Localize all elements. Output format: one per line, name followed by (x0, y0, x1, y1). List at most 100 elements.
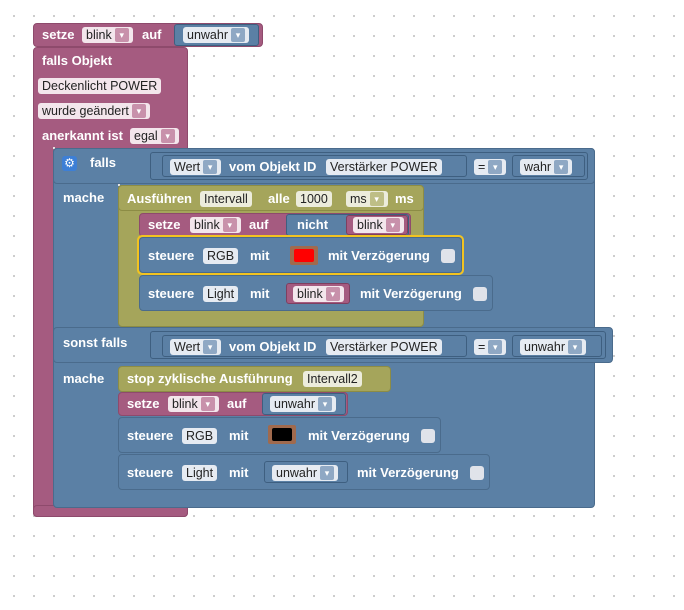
bool-value: unwahr (274, 397, 315, 411)
mit-label: mit (229, 465, 249, 480)
wert-dropdown-2[interactable]: Wert▾ (170, 339, 222, 355)
target-field[interactable]: Light (203, 286, 239, 302)
unit-value: ms (350, 192, 367, 206)
dropdown-arrow-icon: ▾ (131, 104, 146, 118)
mit-label: mit (229, 428, 249, 443)
target-field[interactable]: Light (182, 465, 218, 481)
dropdown-arrow-icon: ▾ (488, 340, 503, 354)
condition-value: wurde geändert (42, 104, 129, 118)
dropdown-arrow-icon: ▾ (203, 160, 218, 174)
steuere-label: steuere (127, 428, 174, 443)
bool-value: unwahr (524, 340, 565, 354)
setze-label: setze (42, 27, 75, 42)
target-field[interactable]: RGB (203, 248, 239, 264)
stop-name-field[interactable]: Intervall2 (303, 371, 362, 387)
dropdown-arrow-icon: ▾ (160, 129, 175, 143)
control-light-block[interactable] (139, 275, 493, 311)
dropdown-arrow-icon: ▾ (203, 340, 218, 354)
dropdown-arrow-icon: ▾ (385, 218, 400, 232)
steuere-label: steuere (148, 286, 195, 301)
setze-label: setze (127, 396, 160, 411)
vom-objekt-label-2: vom Objekt ID (229, 339, 317, 354)
auf-label: auf (142, 27, 162, 42)
var-dropdown[interactable]: blink▾ (82, 27, 133, 43)
dropdown-arrow-icon: ▾ (325, 287, 340, 301)
delay-checkbox[interactable] (473, 287, 487, 301)
falls-label: falls (90, 155, 117, 170)
var-name: blink (86, 28, 112, 42)
var-name: blink (172, 397, 198, 411)
object-id-field-2[interactable]: Verstärker POWER (326, 339, 442, 355)
dropdown-arrow-icon: ▾ (318, 397, 332, 411)
mit-label: mit (250, 248, 270, 263)
delay-label: mit Verzögerung (357, 465, 459, 480)
var-dropdown[interactable]: blink▾ (293, 286, 344, 302)
var-dropdown-2[interactable]: blink▾ (353, 217, 404, 233)
auf-label: auf (249, 217, 269, 232)
dropdown-arrow-icon: ▾ (320, 466, 334, 480)
color-picker[interactable] (268, 425, 296, 444)
var-name: blink (194, 218, 220, 232)
color-value-black (272, 428, 292, 441)
operator-value: = (478, 340, 486, 354)
dropdown-arrow-icon: ▾ (222, 218, 237, 232)
delay-checkbox[interactable] (421, 429, 435, 443)
vom-objekt-label-1: vom Objekt ID (229, 159, 317, 174)
sonst-falls-label: sonst falls (63, 335, 128, 350)
mache-label-2: mache (63, 371, 105, 386)
falls-objekt-label: falls Objekt (42, 53, 113, 68)
anerkannt-value: egal (134, 129, 158, 143)
bool-value: unwahr (187, 28, 228, 42)
bool-dropdown[interactable]: unwahr▾ (272, 465, 338, 481)
delay-checkbox[interactable] (470, 466, 484, 480)
bool-value: unwahr (276, 466, 317, 480)
bool-value: wahr (524, 160, 552, 174)
dropdown-arrow-icon: ▾ (568, 340, 582, 354)
wert-dropdown-1[interactable]: Wert▾ (170, 159, 222, 175)
settings-icon[interactable]: ⚙ (62, 156, 77, 171)
setze-label: setze (148, 217, 181, 232)
delay-label: mit Verzögerung (328, 248, 430, 263)
var-dropdown[interactable]: blink▾ (190, 217, 241, 233)
ausfuehren-label: Ausführen (127, 191, 192, 206)
bool-dropdown[interactable]: unwahr▾ (270, 396, 336, 412)
wert-value: Wert (174, 160, 201, 174)
dropdown-arrow-icon: ▾ (200, 397, 215, 411)
var-dropdown[interactable]: blink▾ (168, 396, 219, 412)
alle-label: alle (268, 191, 290, 206)
steuere-label: steuere (148, 248, 195, 263)
interval-name-field[interactable]: Intervall (200, 191, 252, 207)
delay-label: mit Verzögerung (308, 428, 410, 443)
anerkannt-dropdown[interactable]: egal▾ (130, 128, 179, 144)
object-id-field-1[interactable]: Verstärker POWER (326, 159, 442, 175)
mit-label: mit (250, 286, 270, 301)
dropdown-arrow-icon: ▾ (231, 28, 245, 42)
dropdown-arrow-icon: ▾ (488, 160, 503, 174)
dropdown-arrow-icon: ▾ (114, 28, 129, 42)
stop-label: stop zyklische Ausführung (127, 371, 293, 386)
color-picker[interactable] (290, 246, 318, 265)
operator-value: = (478, 160, 486, 174)
nicht-label: nicht (297, 217, 329, 232)
interval-time-field[interactable]: 1000 (296, 191, 332, 207)
selection-highlight (137, 235, 464, 275)
bool-dropdown-1[interactable]: wahr▾ (520, 159, 573, 175)
steuere-label: steuere (127, 465, 174, 480)
bool-dropdown[interactable]: unwahr▾ (183, 27, 249, 43)
anerkannt-label: anerkannt ist (42, 128, 123, 143)
var-name: blink (297, 287, 323, 301)
mache-label-1: mache (63, 190, 105, 205)
operator-dropdown-2[interactable]: =▾ (474, 339, 507, 355)
target-field[interactable]: RGB (182, 428, 218, 444)
condition-dropdown[interactable]: wurde geändert▾ (38, 103, 150, 119)
color-value-red (294, 249, 314, 262)
interval-unit-dropdown[interactable]: ms▾ (346, 191, 388, 207)
unit-label: ms (395, 191, 414, 206)
object-field[interactable]: Deckenlicht POWER (38, 78, 162, 94)
operator-dropdown-1[interactable]: =▾ (474, 159, 507, 175)
delay-checkbox[interactable] (441, 249, 455, 263)
dropdown-arrow-icon: ▾ (369, 192, 384, 206)
bool-dropdown-2[interactable]: unwahr▾ (520, 339, 586, 355)
wert-value: Wert (174, 340, 201, 354)
delay-label: mit Verzögerung (360, 286, 462, 301)
